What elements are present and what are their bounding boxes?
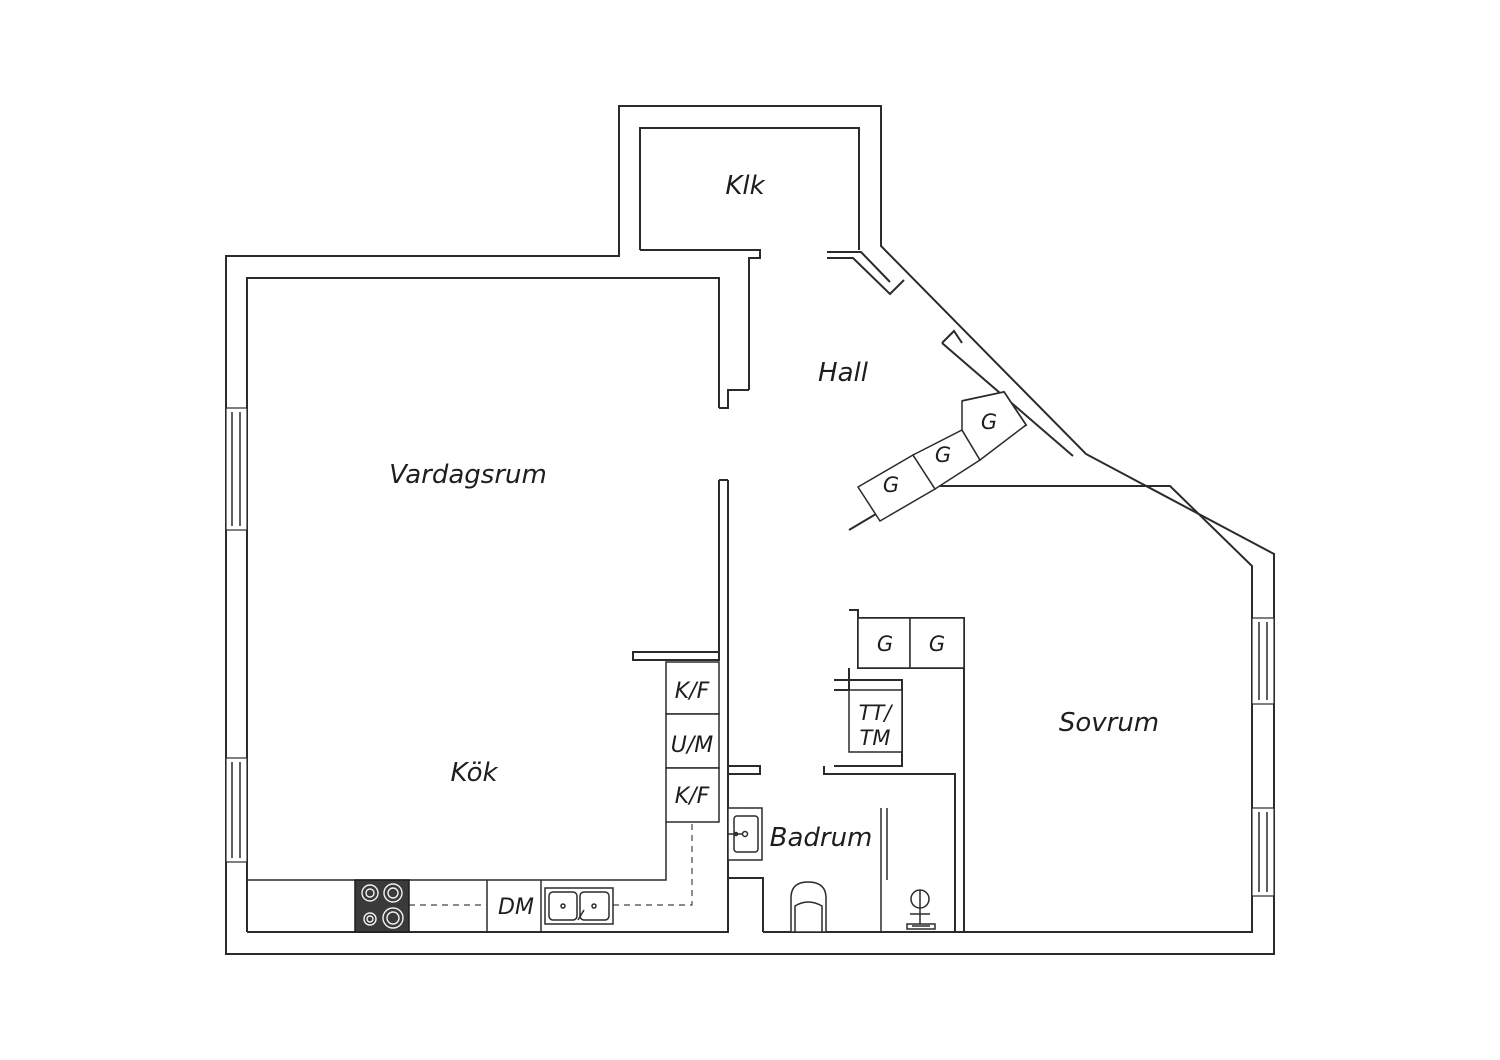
living-hall-partition-lower	[632, 480, 720, 661]
fridge-freezer-cabinet-2	[665, 767, 720, 823]
window-right-upper	[1251, 617, 1275, 705]
klk-front-wall	[640, 249, 761, 390]
toilet-icon	[790, 881, 827, 933]
window-right-lower	[1251, 807, 1275, 897]
washer-dryer-label-2: TM	[860, 726, 891, 750]
fridge-freezer-label-2: K/F	[675, 784, 710, 809]
room-label-sovrum: Sovrum	[1059, 708, 1159, 738]
oven-micro-label: U/M	[671, 733, 714, 758]
bedroom-wardrobe-1	[857, 617, 911, 669]
outer-wall-inner	[246, 277, 720, 932]
bath-wall-top	[823, 766, 956, 932]
hall-diagonal-wall	[941, 329, 963, 344]
washer-dryer	[848, 689, 903, 753]
hall-wall-upper	[827, 251, 891, 283]
stove-icon	[354, 879, 410, 933]
fridge-freezer-label-1: K/F	[675, 679, 710, 704]
washer-dryer-label-1: TT/	[859, 701, 894, 725]
hall-wardrobe-label-1: G	[883, 473, 899, 497]
window-left-upper	[225, 407, 248, 531]
bedroom-wardrobe-label-2: G	[929, 632, 945, 656]
fridge-freezer-cabinet-1	[665, 661, 720, 715]
bedroom-wardrobe-2	[909, 617, 965, 669]
room-label-hall: Hall	[818, 358, 869, 388]
bathroom-sink-icon	[727, 807, 763, 861]
bath-inner-left	[728, 877, 764, 932]
hall-inner-wall	[827, 257, 905, 296]
shower-icon	[906, 889, 936, 930]
dishwasher-label: DM	[498, 895, 534, 920]
hall-wardrobe-label-2: G	[935, 443, 951, 467]
bath-wall-left	[728, 765, 761, 775]
hall-wardrobe-label-3: G	[981, 410, 997, 434]
outer-wall-inner-bottom-right	[763, 485, 1253, 933]
room-label-vardagsrum: Vardagsrum	[389, 460, 547, 490]
hall-bath-partition	[719, 480, 729, 933]
hall-wardrobe-3	[961, 391, 1028, 462]
window-left-lower	[225, 757, 248, 863]
counter-dash-2	[613, 822, 693, 906]
room-label-kok: Kök	[450, 758, 498, 788]
living-hall-partition-upper	[719, 389, 749, 409]
room-label-badrum: Badrum	[770, 823, 873, 853]
oven-micro-cabinet	[665, 713, 720, 769]
bedroom-wardrobe-label-1: G	[877, 632, 893, 656]
room-label-klk: Klk	[725, 171, 765, 201]
kitchen-sink-icon	[544, 887, 614, 925]
outer-wall-outline	[225, 105, 1275, 955]
klk-wall	[639, 127, 860, 250]
kitchen-counter-edge	[247, 822, 667, 881]
